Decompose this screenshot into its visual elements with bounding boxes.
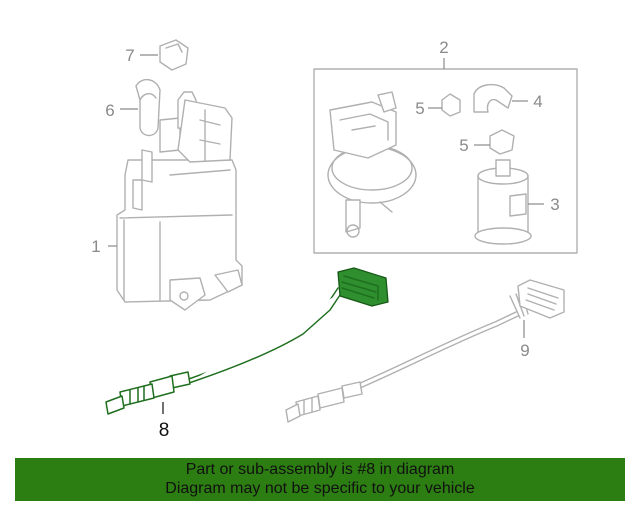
info-banner: Part or sub-assembly is #8 in diagram Di… <box>15 458 625 501</box>
callout-6[interactable]: 6 <box>105 101 114 120</box>
part-6-hose[interactable] <box>135 79 161 137</box>
banner-line-disclaimer: Diagram may not be specific to your vehi… <box>165 480 475 497</box>
part-9-oxygen-sensor[interactable] <box>285 279 565 423</box>
callout-5b[interactable]: 5 <box>459 136 468 155</box>
part-2-purge-valve[interactable] <box>327 91 417 238</box>
callout-3[interactable]: 3 <box>550 195 559 214</box>
callout-4[interactable]: 4 <box>533 92 542 111</box>
callout-5a[interactable]: 5 <box>415 99 424 118</box>
callout-8[interactable]: 8 <box>159 420 170 441</box>
part-5-clip-upper[interactable] <box>441 93 461 117</box>
part-5-clip-lower[interactable] <box>489 129 515 155</box>
callout-7[interactable]: 7 <box>125 46 134 65</box>
part-7-cap[interactable] <box>159 39 189 71</box>
part-2-group-box <box>313 68 578 254</box>
callout-9[interactable]: 9 <box>520 341 529 360</box>
part-3-solenoid[interactable] <box>474 159 532 245</box>
parts-diagram: 1 6 7 2 3 4 <box>91 38 578 441</box>
part-8-oxygen-sensor[interactable] <box>105 267 389 415</box>
part-4-hose[interactable] <box>473 83 513 113</box>
part-1-canister[interactable] <box>116 91 243 311</box>
callout-1[interactable]: 1 <box>91 237 100 256</box>
banner-line-part: Part or sub-assembly is #8 in diagram <box>185 461 455 478</box>
callout-2[interactable]: 2 <box>439 38 448 57</box>
